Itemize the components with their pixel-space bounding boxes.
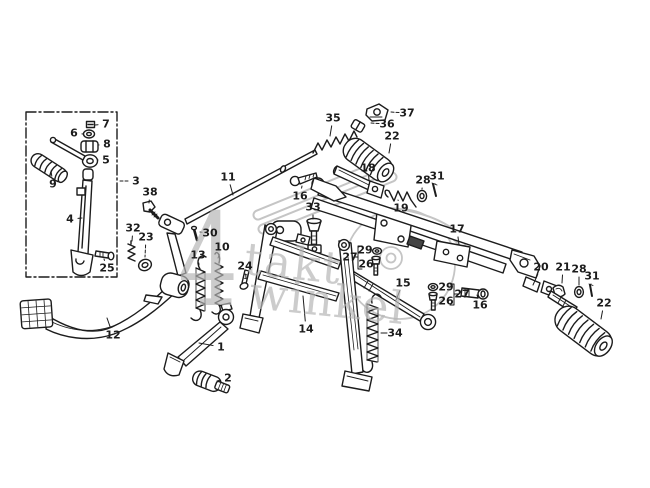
bolt-part33 (306, 217, 322, 254)
part-label-30: 30 (202, 226, 218, 240)
assembly-box (25, 111, 118, 278)
part-label-11: 11 (220, 170, 236, 184)
part-label-33: 33 (305, 200, 321, 214)
nut-part7 (85, 120, 96, 129)
part-label-7: 7 (102, 117, 110, 131)
bolt-part25 (94, 250, 115, 261)
part-label-21: 21 (555, 260, 571, 274)
spring-part13 (190, 255, 207, 322)
part-label-2: 2 (224, 371, 232, 385)
pin-part31-right (588, 283, 594, 297)
bolt-part16-left (289, 172, 318, 187)
part-label-36: 36 (379, 117, 395, 131)
washer-bolt-group-right (427, 282, 459, 311)
part-label-22: 22 (384, 129, 400, 143)
part-label-4: 4 (66, 212, 74, 226)
part-label-23: 23 (138, 230, 154, 244)
part-label-15: 15 (395, 276, 411, 290)
part-label-22: 22 (596, 296, 612, 310)
stand-arm-part4 (70, 168, 94, 277)
brake-rod-part11 (184, 149, 318, 225)
part-label-31: 31 (584, 269, 600, 283)
part-label-5: 5 (102, 153, 110, 167)
bolt-part16-right (460, 287, 489, 300)
part-label-28: 28 (415, 173, 431, 187)
part-label-18: 18 (360, 161, 376, 175)
part-label-27: 27 (342, 250, 358, 264)
footpeg-rubber-part22-left (342, 137, 395, 183)
part-label-1: 1 (217, 340, 225, 354)
part-label-13: 13 (190, 248, 206, 262)
part-label-17: 17 (449, 222, 465, 236)
part-label-16: 16 (472, 298, 488, 312)
part-label-29: 29 (357, 243, 373, 257)
rubber-part9 (30, 152, 69, 184)
pivot-bracket (158, 213, 190, 299)
part-label-14: 14 (298, 322, 314, 336)
part-label-9: 9 (49, 177, 57, 191)
spring-part32 (127, 240, 136, 262)
part-label-34: 34 (387, 326, 403, 340)
part-label-35: 35 (325, 111, 341, 125)
part-label-3: 3 (132, 174, 140, 188)
part-label-19: 19 (393, 201, 409, 215)
part-label-25: 25 (99, 261, 115, 275)
leader-lines (50, 111, 604, 382)
spring-part35 (312, 130, 358, 154)
footrest-beam (310, 177, 541, 279)
part-label-12: 12 (105, 328, 121, 342)
rubber-part2 (191, 370, 231, 394)
part-label-20: 20 (533, 260, 549, 274)
part-label-32: 32 (125, 221, 141, 235)
part-label-10: 10 (214, 240, 230, 254)
part-label-29: 29 (438, 280, 454, 294)
bushing-part8 (80, 140, 99, 153)
part-label-38: 38 (142, 185, 158, 199)
part-label-24: 24 (237, 259, 253, 273)
washer-part28-right (573, 285, 585, 299)
footpeg-rubber-part22-right (554, 305, 613, 357)
part-label-26: 26 (358, 257, 374, 271)
brake-pedal-part12 (19, 282, 178, 340)
bolt-part38 (142, 200, 160, 220)
part-label-8: 8 (103, 137, 111, 151)
bushing-part36 (350, 119, 366, 133)
washer-bolt-group-left (353, 245, 383, 276)
pivot-pin (49, 136, 86, 161)
spring-part19 (384, 189, 417, 208)
footpeg-bar-part18 (332, 165, 385, 199)
part-label-28: 28 (571, 262, 587, 276)
washer-part28-top (416, 189, 428, 203)
washer-part5 (81, 154, 99, 168)
part-label-16: 16 (292, 189, 308, 203)
part-label-6: 6 (70, 126, 78, 140)
main-stand-part14 (239, 220, 373, 392)
pin-part30 (190, 225, 199, 242)
part-label-37: 37 (399, 106, 415, 120)
part-label-27: 27 (454, 287, 470, 301)
clevis-part37 (365, 103, 389, 122)
ring-part23 (137, 258, 153, 272)
part-label-26: 26 (438, 294, 454, 308)
part-label-31: 31 (429, 169, 445, 183)
